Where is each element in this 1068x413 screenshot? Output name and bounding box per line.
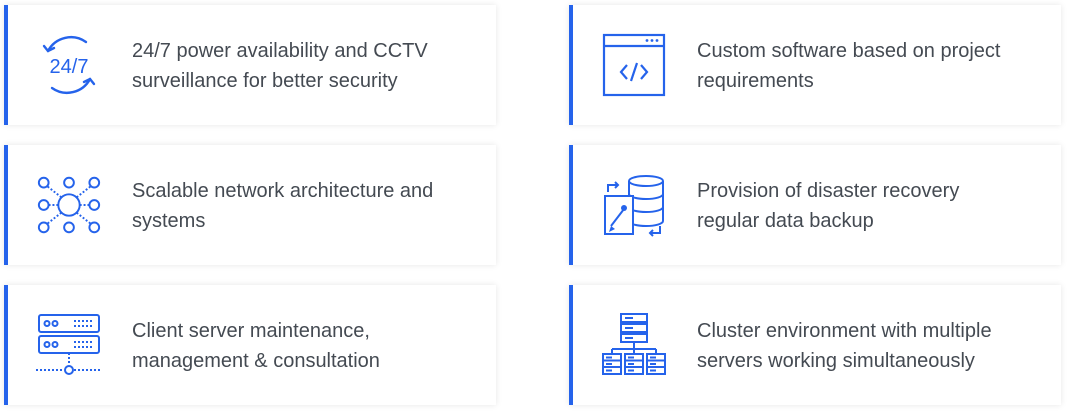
feature-card-custom-software: Custom software based on project require… [569,5,1061,125]
server-cluster-icon [599,310,669,380]
feature-text: Client server maintenance, management & … [132,320,380,372]
feature-text: Scalable network architecture and system… [132,180,434,232]
server-rack-icon [34,310,104,380]
feature-card-network: Scalable network architecture and system… [4,145,496,265]
feature-card-cluster: Cluster environment with multiple server… [569,285,1061,405]
24-7-clock-icon: 24/7 [34,30,104,100]
feature-card-disaster-recovery: Provision of disaster recovery regular d… [569,145,1061,265]
code-window-icon [599,30,669,100]
feature-card-server-maintenance: Client server maintenance, management & … [4,285,496,405]
network-nodes-icon [34,170,104,240]
feature-text: 24/7 power availability and CCTV surveil… [132,40,428,92]
feature-card-24-7: 24/7 24/7 power availability and CCTV su… [4,5,496,125]
svg-text:24/7: 24/7 [50,56,89,78]
feature-text: Cluster environment with multiple server… [697,320,992,372]
database-backup-icon [599,170,669,240]
feature-text: Custom software based on project require… [697,40,1001,92]
feature-text: Provision of disaster recovery regular d… [697,180,960,232]
